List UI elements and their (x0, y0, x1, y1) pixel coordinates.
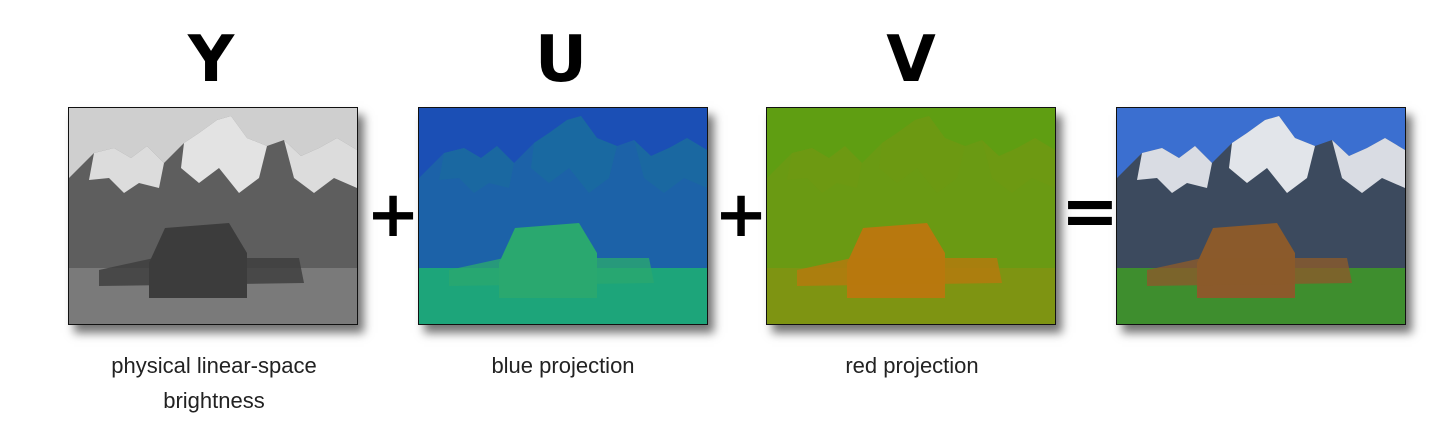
red-projection-image (766, 107, 1056, 325)
heading-v: V (886, 23, 936, 97)
heading-u: U (535, 23, 587, 97)
snow-cap (1137, 146, 1212, 193)
snow-cap (439, 146, 514, 193)
snow-cap (879, 116, 965, 193)
snow-cap (531, 116, 617, 193)
snow-cap (1229, 116, 1315, 193)
plus-sign-2: + (714, 178, 768, 252)
barn-shed (449, 258, 654, 286)
barn-shed (1147, 258, 1352, 286)
snow-cap (89, 146, 164, 193)
blue-projection-image (418, 107, 708, 325)
snow-cap (1332, 138, 1405, 193)
color-result-image (1116, 107, 1406, 325)
red-caption: red projection (845, 353, 979, 378)
barn-shed (99, 258, 304, 286)
luma-caption: physical linear-space brightness (111, 353, 317, 413)
blue-caption: blue projection (491, 353, 635, 378)
luma-image (68, 107, 358, 325)
snow-cap (181, 116, 267, 193)
plus-sign-1: + (366, 178, 420, 252)
snow-cap (787, 146, 862, 193)
equals-sign: = (1060, 170, 1120, 252)
snow-cap (982, 138, 1055, 193)
heading-y: Y (187, 23, 235, 97)
snow-cap (634, 138, 707, 193)
barn-shed (797, 258, 1002, 286)
snow-cap (284, 138, 357, 193)
